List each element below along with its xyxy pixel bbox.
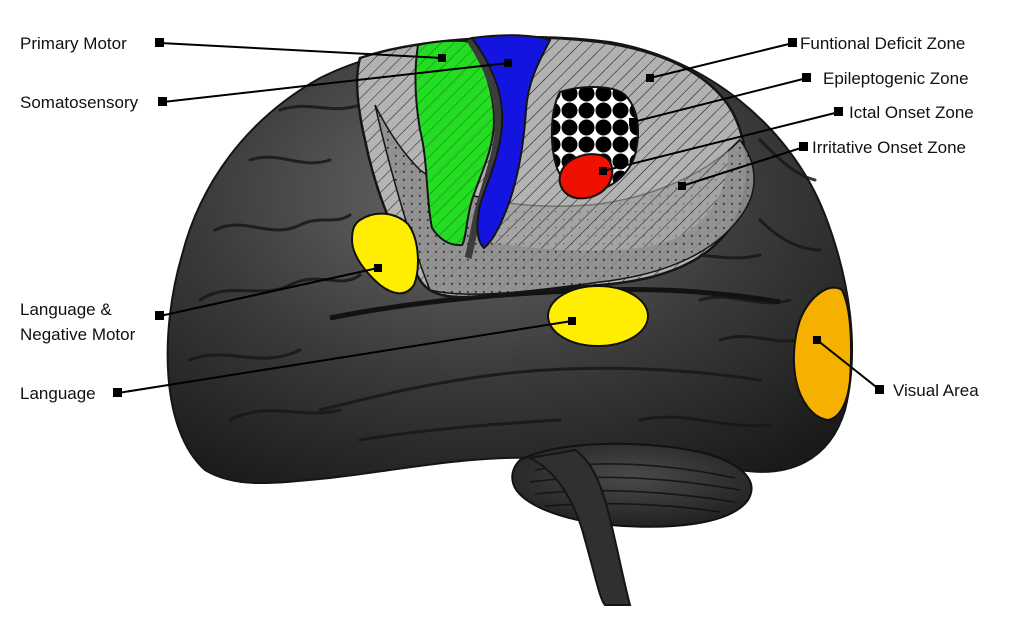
language-region [547,285,649,347]
label-irritative-onset-zone: Irritative Onset Zone [812,138,966,157]
visual-area-region [792,286,853,422]
central-sulcus [464,38,502,260]
brain-folds [188,103,822,442]
label-epileptogenic-zone: Epileptogenic Zone [823,69,969,88]
leader-markers [113,38,884,397]
language-negative-motor-region [350,212,419,295]
primary-motor-hatch [415,40,494,246]
label-language-negative-motor-line2: Negative Motor [20,325,136,344]
label-somatosensory: Somatosensory [20,93,139,112]
label-ictal-onset-zone: Ictal Onset Zone [849,103,974,122]
label-visual-area: Visual Area [893,381,979,400]
label-language-negative-motor-line1: Language & [20,300,112,319]
label-language: Language [20,384,96,403]
leader-lines [117,42,881,394]
brainstem [526,448,632,606]
somatosensory-region [470,34,552,250]
ictal-onset-zone-region [558,153,614,200]
label-primary-motor: Primary Motor [20,34,127,53]
label-functional-deficit-zone: Funtional Deficit Zone [800,34,965,53]
